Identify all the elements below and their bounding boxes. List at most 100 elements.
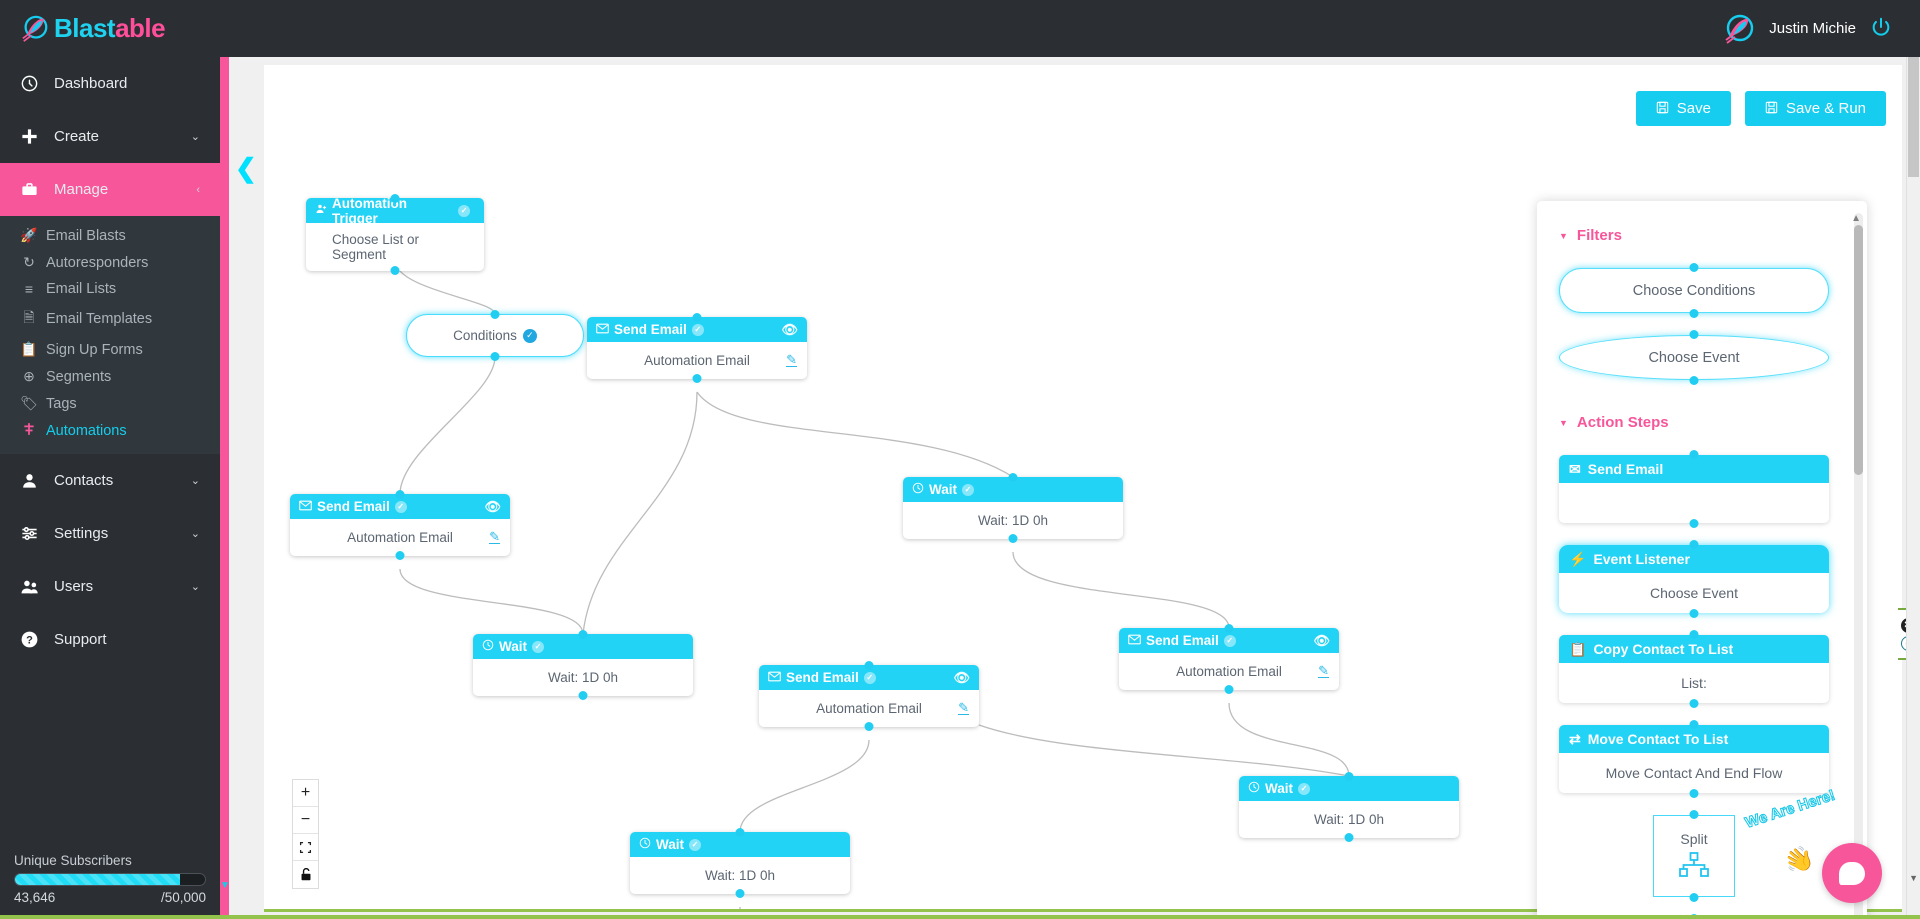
- sidebar-item-segments[interactable]: ⊕ Segments: [0, 363, 220, 390]
- zoom-in-icon[interactable]: +: [293, 780, 318, 807]
- preview-eye-icon[interactable]: 👁: [953, 669, 970, 685]
- page-scrollbar-thumb[interactable]: [1908, 57, 1919, 177]
- conditions-label: Conditions: [453, 328, 517, 343]
- node-title: Automation Trigger: [332, 198, 407, 226]
- sidebar-spacer: [0, 666, 220, 853]
- chevron-left-icon: ‹: [196, 183, 200, 196]
- template-icon: 🗎: [23, 309, 35, 325]
- sidebar-item-create[interactable]: Create ⌄: [0, 110, 220, 163]
- panel-item-split[interactable]: Split: [1559, 810, 1829, 902]
- flow-node-send[interactable]: Send Email✓👁Automation Email✎: [290, 490, 510, 560]
- send-email-header: ✉ Send Email: [1559, 455, 1829, 483]
- node-header: Wait✓: [473, 634, 693, 659]
- connector-port: [1344, 833, 1354, 842]
- sidebar-subitem-label: Segments: [46, 368, 112, 385]
- filters-section-header[interactable]: ▼ Filters: [1559, 227, 1829, 244]
- page-scrollbar[interactable]: ▲ ▼: [1906, 57, 1920, 919]
- flow-node-send[interactable]: Send Email✓👁Automation Email✎: [587, 313, 807, 383]
- flow-node-send[interactable]: Send Email✓👁Automation Email✎: [1119, 624, 1339, 694]
- lock-icon[interactable]: [293, 861, 318, 888]
- node-title: Wait: [929, 482, 957, 497]
- fit-screen-icon[interactable]: [293, 834, 318, 861]
- edit-pencil-icon[interactable]: ✎: [958, 700, 969, 715]
- copy-icon: 📋: [1569, 640, 1587, 657]
- split-card[interactable]: Split: [1653, 815, 1735, 897]
- panel-item-event-listener[interactable]: ⚡ Event Listener Choose Event: [1559, 540, 1829, 618]
- user-icon: [20, 471, 54, 490]
- flow-node-wait[interactable]: Wait✓Wait: 1D 0h: [630, 828, 850, 898]
- panel-item-send-email[interactable]: ✉ Send Email: [1559, 450, 1829, 528]
- sidebar-item-support[interactable]: ? Support: [0, 613, 220, 666]
- avatar[interactable]: [1723, 13, 1755, 45]
- sidebar-item-contacts[interactable]: Contacts ⌄: [0, 454, 220, 507]
- action-steps-section-header[interactable]: ▼ Action Steps: [1559, 414, 1829, 431]
- chat-bubble-icon[interactable]: [1822, 843, 1882, 903]
- panel-scrollbar-thumb[interactable]: [1854, 225, 1863, 475]
- sidebar-item-automations[interactable]: Automations: [0, 417, 220, 444]
- app-logo[interactable]: Blastable: [0, 13, 220, 44]
- power-icon[interactable]: [1870, 16, 1892, 42]
- preview-eye-icon[interactable]: 👁: [484, 498, 501, 514]
- node-body-text: Automation Email: [1176, 664, 1282, 679]
- preview-eye-icon[interactable]: 👁: [1313, 632, 1330, 648]
- flow-node-trigger[interactable]: Automation Trigger✓Choose List or Segmen…: [306, 194, 484, 275]
- scroll-up-icon[interactable]: ▲: [1851, 213, 1861, 224]
- sidebar-item-settings[interactable]: Settings ⌄: [0, 507, 220, 560]
- scroll-down-icon[interactable]: ▼: [1909, 873, 1918, 883]
- edit-pencil-icon[interactable]: ✎: [786, 352, 797, 367]
- node-title: Wait: [656, 837, 684, 852]
- send-email-body: [1559, 483, 1829, 523]
- zoom-out-icon[interactable]: −: [293, 807, 318, 834]
- node-body: Automation Email✎: [587, 342, 807, 379]
- chat-widget[interactable]: We Are Here! 👋: [1743, 786, 1882, 903]
- preview-eye-icon[interactable]: 👁: [781, 321, 798, 337]
- sitemap-icon: [1678, 852, 1710, 881]
- panel-scrollbar[interactable]: ▲: [1851, 213, 1863, 919]
- panel-item-choose-event[interactable]: Choose Event: [1559, 330, 1829, 385]
- edit-pencil-icon[interactable]: ✎: [489, 529, 500, 544]
- flow-node-wait[interactable]: Wait✓Wait: 1D 0h: [473, 630, 693, 700]
- save-and-run-button[interactable]: Save & Run: [1744, 91, 1886, 126]
- sidebar-item-manage[interactable]: Manage ‹: [0, 163, 220, 216]
- conditions-node[interactable]: Conditions✓: [406, 314, 584, 357]
- check-icon: ✓: [691, 323, 704, 336]
- connector-port: [1689, 810, 1699, 819]
- sidebar-item-users[interactable]: Users ⌄: [0, 560, 220, 613]
- panel-item-copy-contact-to-list[interactable]: 📋 Copy Contact To List List:: [1559, 630, 1829, 708]
- zoom-controls: + −: [292, 779, 319, 889]
- connector-port: [578, 630, 588, 639]
- sidebar-item-tags[interactable]: 🏷 Tags: [0, 390, 220, 417]
- panel-item-choose-conditions[interactable]: Choose Conditions: [1559, 263, 1829, 318]
- sidebar-item-dashboard[interactable]: Dashboard: [0, 57, 220, 110]
- subscribers-limit: /50,000: [160, 890, 206, 905]
- sidebar-item-autoresponders[interactable]: ↻ Autoresponders: [0, 249, 220, 276]
- collapse-panel-button[interactable]: ❮: [235, 153, 257, 183]
- flow-node-wait[interactable]: Wait✓Wait: 1D 0h: [903, 473, 1123, 543]
- move-contact-card[interactable]: ⇄ Move Contact To List Move Contact And …: [1559, 725, 1829, 793]
- edit-pencil-icon[interactable]: ✎: [1318, 663, 1329, 678]
- sidebar-item-sign-up-forms[interactable]: 📋 Sign Up Forms: [0, 336, 220, 363]
- sidebar-item-email-templates[interactable]: 🗎 Email Templates: [0, 302, 220, 336]
- canvas-toolbar: Save Save & Run: [1635, 91, 1886, 126]
- sidebar-item-email-lists[interactable]: ≡ Email Lists: [0, 276, 220, 302]
- event-listener-card[interactable]: ⚡ Event Listener Choose Event: [1559, 545, 1829, 613]
- node-body: Automation Email ✎: [1119, 653, 1339, 690]
- copy-contact-card[interactable]: 📋 Copy Contact To List List:: [1559, 635, 1829, 703]
- sidebar-subitem-label: Sign Up Forms: [46, 341, 143, 358]
- connector-port: [735, 889, 745, 898]
- caret-down-icon: ▼: [1559, 230, 1568, 241]
- connector-port: [490, 352, 500, 361]
- event-listener-title: Event Listener: [1593, 551, 1690, 567]
- steps-panel[interactable]: ▼ Filters Choose Conditions Choose Event…: [1537, 201, 1867, 919]
- flow-node-conditions[interactable]: Conditions✓: [406, 310, 584, 361]
- flow-node-wait[interactable]: Wait✓Wait: 1D 0h: [1239, 772, 1459, 842]
- sidebar-subitem-label: Automations: [46, 422, 127, 439]
- copy-contact-body: List:: [1681, 675, 1707, 691]
- send-email-card[interactable]: ✉ Send Email: [1559, 455, 1829, 523]
- sidebar-item-email-blasts[interactable]: 🚀 Email Blasts: [0, 222, 220, 249]
- save-button[interactable]: Save: [1635, 91, 1731, 126]
- sidebar-submenu-manage: 🚀 Email Blasts ↻ Autoresponders ≡ Email …: [0, 216, 220, 454]
- copy-contact-header: 📋 Copy Contact To List: [1559, 635, 1829, 663]
- panel-item-move-contact-to-list[interactable]: ⇄ Move Contact To List Move Contact And …: [1559, 720, 1829, 798]
- flow-node-send[interactable]: Send Email✓👁Automation Email✎: [759, 661, 979, 731]
